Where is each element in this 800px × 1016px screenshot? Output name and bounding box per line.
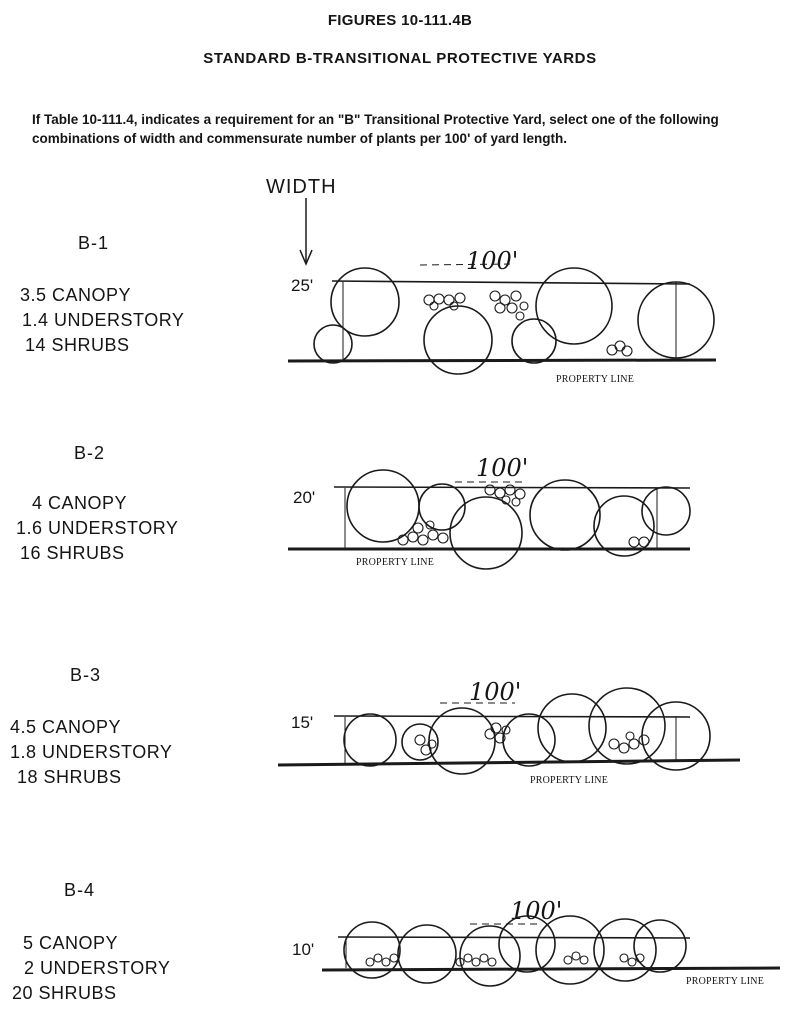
width-arrow-icon	[299, 198, 313, 266]
property-line-label: PROPERTY LINE	[556, 374, 635, 385]
figure-number: FIGURES 10-111.4B	[327, 12, 473, 29]
property-line-label: PROPERTY LINE	[530, 775, 609, 786]
canopy-count: 4 CANOPY	[32, 493, 128, 513]
shrub-count: 18 SHRUBS	[17, 767, 122, 787]
yard-b4-requirements: 5 CANOPY 2 UNDERSTORY 20 SHRUBS	[12, 931, 170, 1006]
width-label: WIDTH	[266, 176, 337, 198]
yard-name-b2: B-2	[74, 443, 106, 463]
yard-width: 20'	[293, 488, 316, 507]
page-title: STANDARD B-TRANSITIONAL PROTECTIVE YARDS	[203, 50, 597, 67]
shrub-count: 20 SHRUBS	[12, 983, 117, 1003]
yard-name-b4: B-4	[64, 880, 96, 900]
yard-b2-requirements: 4 CANOPY 1.6 UNDERSTORY 16 SHRUBS	[16, 491, 178, 566]
property-line-label: PROPERTY LINE	[686, 976, 765, 987]
yard-width: 10'	[292, 940, 315, 959]
yard-width: 25'	[291, 276, 314, 295]
yard-length: 100'	[469, 678, 522, 706]
yard-name-b1: B-1	[78, 233, 110, 253]
understory-count: 1.8 UNDERSTORY	[10, 742, 173, 762]
canopy-count: 4.5 CANOPY	[10, 717, 122, 737]
intro-paragraph: If Table 10-111.4, indicates a requireme…	[32, 112, 719, 146]
shrub-count: 16 SHRUBS	[20, 543, 125, 563]
yard-length: 100'	[466, 247, 519, 275]
canopy-count: 5 CANOPY	[23, 933, 119, 953]
understory-count: 1.4 UNDERSTORY	[22, 310, 185, 330]
yard-b3-requirements: 4.5 CANOPY 1.8 UNDERSTORY 18 SHRUBS	[10, 715, 172, 790]
shrub-count: 14 SHRUBS	[25, 335, 130, 355]
yard-width: 15'	[291, 713, 314, 732]
property-line-label: PROPERTY LINE	[356, 557, 435, 568]
understory-count: 1.6 UNDERSTORY	[16, 518, 179, 538]
understory-count: 2 UNDERSTORY	[24, 958, 171, 978]
yard-name-b3: B-3	[70, 665, 102, 685]
yard-b1-requirements: 3.5 CANOPY 1.4 UNDERSTORY 14 SHRUBS	[20, 283, 184, 358]
canopy-count: 3.5 CANOPY	[20, 285, 132, 305]
yard-length: 100'	[476, 454, 529, 482]
